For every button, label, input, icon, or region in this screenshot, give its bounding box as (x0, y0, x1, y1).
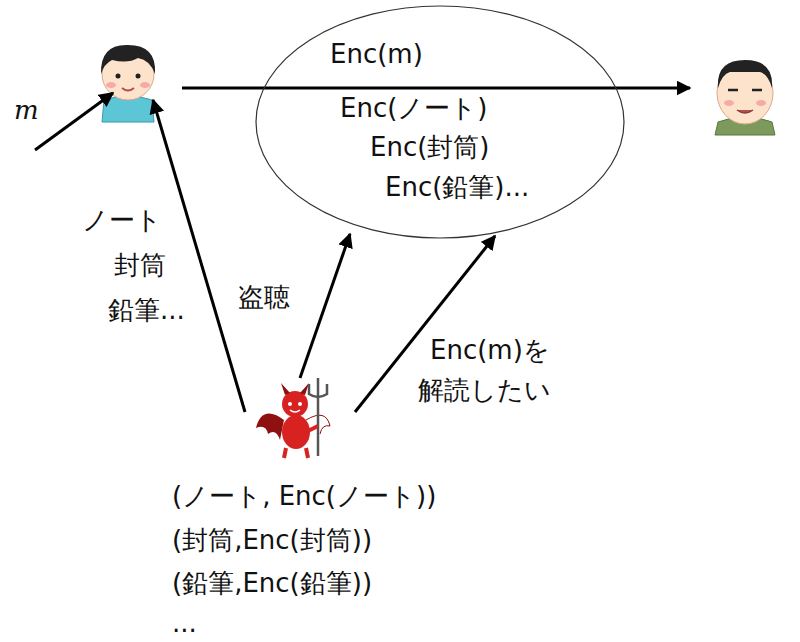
ciphertext-text: Enc(ノート) (338, 93, 490, 123)
annotation-label: ... (170, 608, 199, 638)
text-holder: Enc(ノート) (338, 94, 490, 124)
label-holder: (鉛筆,Enc(鉛筆)) (170, 569, 374, 599)
annotation-label: (ノート, Enc(ノート)) (170, 481, 438, 511)
eavesdrop-arrow (300, 234, 350, 378)
annotation-label: ノート (80, 205, 164, 235)
annotation-label: (鉛筆,Enc(鉛筆)) (170, 568, 374, 598)
label-holder: (封筒,Enc(封筒)) (170, 526, 374, 556)
text-holder: Enc(鉛筆)... (383, 173, 531, 203)
ellipse-shape (256, 6, 624, 238)
receiver-person (715, 60, 775, 135)
ciphertext-text: Enc(鉛筆)... (383, 172, 531, 202)
annotation-label: 解読したい (416, 375, 553, 405)
annotation-label: (封筒,Enc(封筒)) (170, 525, 374, 555)
label-holder: 封筒 (112, 251, 168, 281)
label-holder: ノート (80, 206, 164, 236)
input-arrow (35, 93, 113, 150)
label-holder: 盗聴 (236, 283, 292, 313)
ciphertext-text: Enc(封筒) (368, 132, 492, 162)
label-holder: Enc(m)を (428, 336, 552, 366)
annotation-label: 鉛筆... (106, 295, 187, 325)
ciphertext-text: Enc(m) (328, 39, 425, 69)
annotation-label: Enc(m)を (428, 335, 552, 365)
annotation-label: 封筒 (112, 250, 168, 280)
label-holder: ... (170, 609, 199, 639)
annotation-label: 盗聴 (236, 282, 292, 312)
label-holder: 鉛筆... (106, 296, 187, 326)
devil-attacker (256, 378, 330, 458)
label-holder: (ノート, Enc(ノート)) (170, 482, 438, 512)
ellipse-outline (255, 5, 627, 241)
sender-person (101, 45, 155, 122)
annotation-label: m (12, 95, 41, 125)
text-holder: Enc(m) (328, 40, 425, 70)
label-holder: 解読したい (416, 376, 553, 406)
text-holder: Enc(封筒) (368, 133, 492, 163)
label-holder: m (12, 96, 41, 126)
ciphertext-ellipse: Enc(m) Enc(ノート) Enc(封筒) Enc(鉛筆)... (255, 5, 625, 239)
